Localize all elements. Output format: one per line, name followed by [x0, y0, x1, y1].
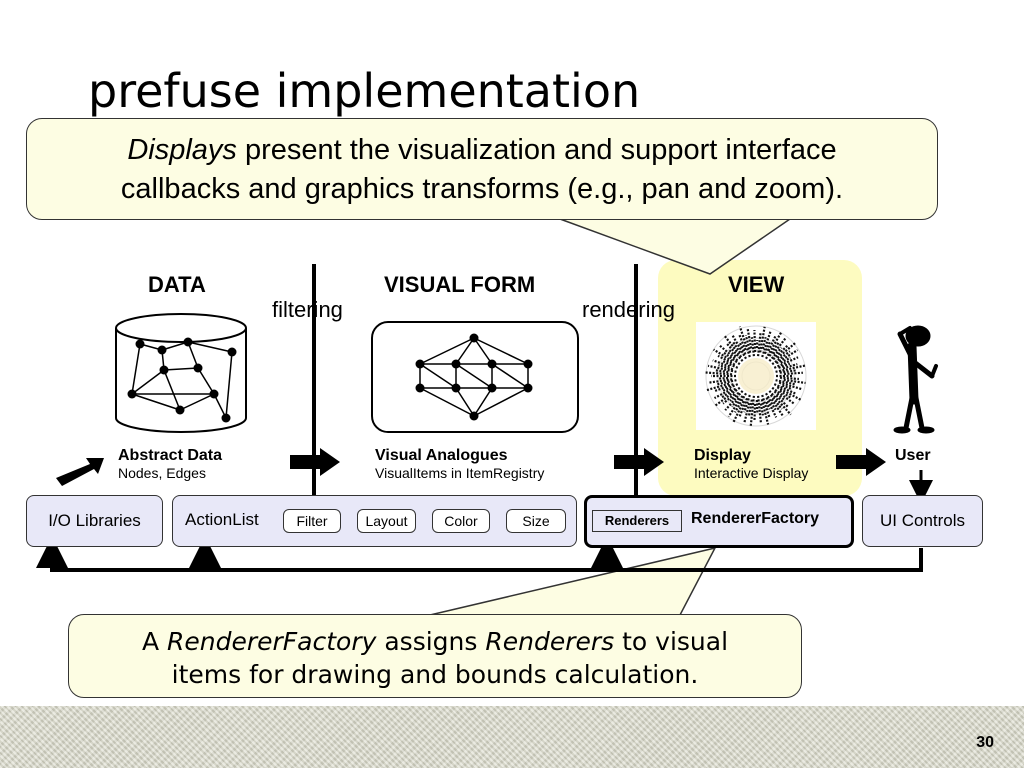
displays-callout: Displays present the visualization and s…: [26, 118, 938, 220]
user-caption: User: [895, 447, 931, 464]
action-list-label: ActionList: [185, 510, 259, 529]
displays-term: Displays: [127, 134, 237, 166]
ui-controls-box: UI Controls: [862, 495, 983, 547]
renderer-factory-label: RendererFactory: [691, 510, 820, 527]
renderer-callout-line-1: A RendererFactory assigns Renderers to v…: [141, 627, 729, 656]
data-heading: DATA: [148, 272, 206, 297]
abstract-data-caption: Abstract Data Nodes, Edges: [118, 447, 223, 481]
filtering-label: filtering: [272, 297, 343, 322]
renderer-factory-callout: A RendererFactory assigns Renderers to v…: [68, 614, 802, 698]
page-number: 30: [976, 734, 994, 751]
size-action: Size: [506, 509, 566, 533]
slide-footer: [0, 706, 1024, 768]
layout-action: Layout: [357, 509, 416, 533]
displays-callout-line-2: callbacks and graphics transforms (e.g.,…: [120, 173, 844, 205]
rendering-label: rendering: [582, 297, 675, 322]
flow-arrows: [56, 448, 886, 486]
renderers-box: Renderers: [592, 510, 682, 532]
display-thumbnail: [696, 322, 816, 430]
filter-action: Filter: [283, 509, 341, 533]
displays-callout-line-1: Displays present the visualization and s…: [127, 134, 837, 166]
renderer-callout-line-2: items for drawing and bounds calculation…: [171, 660, 699, 689]
data-cylinder: [115, 313, 247, 433]
view-heading: VIEW: [728, 272, 785, 297]
visual-analogues-caption: Visual Analogues VisualItems in ItemRegi…: [375, 447, 545, 481]
user-figure: [893, 325, 938, 434]
visual-form-heading: VISUAL FORM: [384, 272, 536, 297]
color-action: Color: [432, 509, 490, 533]
slide-title: prefuse implementation: [88, 64, 641, 118]
display-caption: Display Interactive Display: [694, 447, 809, 481]
visual-form-graph: [371, 321, 579, 433]
io-libraries-box: I/O Libraries: [26, 495, 163, 547]
